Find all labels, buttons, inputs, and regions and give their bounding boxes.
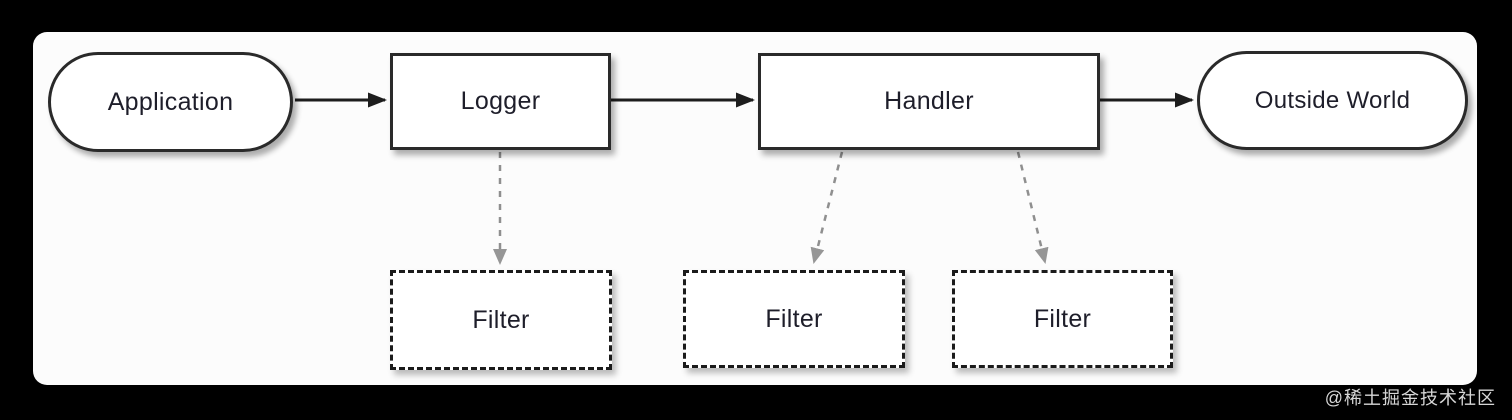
node-application: Application (48, 52, 293, 152)
node-outside-world-label: Outside World (1254, 86, 1411, 114)
node-filter-handler-2-label: Filter (1033, 304, 1092, 333)
node-filter-handler-1: Filter (683, 270, 905, 368)
node-filter-handler-2: Filter (952, 270, 1173, 368)
watermark: @稀土掘金技术社区 (1324, 388, 1496, 408)
arrow-handler-filter-2 (1016, 151, 1049, 264)
node-logger-label: Logger (460, 87, 541, 115)
node-outside-world: Outside World (1197, 51, 1468, 150)
node-logger: Logger (390, 53, 611, 150)
node-filter-logger: Filter (390, 270, 612, 370)
node-application-label: Application (107, 87, 234, 116)
arrow-handler-filter-1 (810, 151, 844, 264)
node-filter-handler-1-label: Filter (765, 304, 823, 333)
node-handler: Handler (758, 53, 1100, 150)
node-handler-label: Handler (884, 87, 974, 115)
diagram-canvas: Application Logger Handler Outside World… (33, 32, 1477, 385)
node-filter-logger-label: Filter (472, 305, 530, 334)
